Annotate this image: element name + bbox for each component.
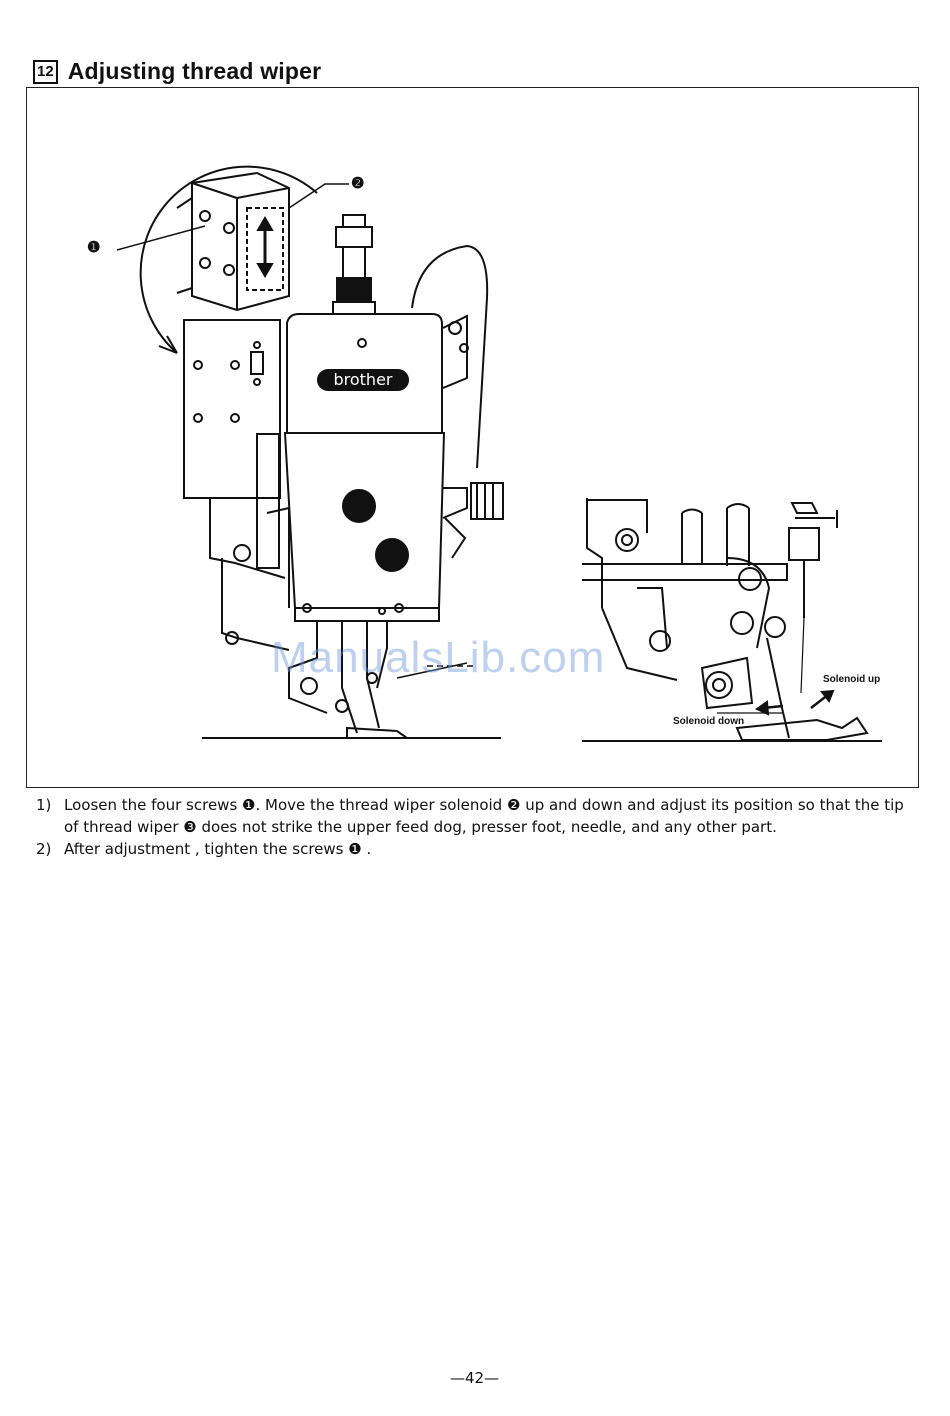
screw-icon [199,210,211,222]
instruction-list: 1) Loosen the four screws ❶. Move the th… [36,794,916,860]
callout-2: ❷ [351,175,365,192]
page-title: 12 Adjusting thread wiper [33,58,321,85]
solenoid-dash-outline [246,207,284,291]
label-solenoid-down: Solenoid down [673,716,745,727]
side-plate [183,319,281,499]
section-title: Adjusting thread wiper [67,58,322,84]
knob-upper [342,489,376,523]
head-top [286,313,443,434]
detail-bar [582,563,788,581]
screw-icon [730,611,754,635]
machine-illustration [116,165,882,742]
thread-guide [411,244,489,469]
label-solenoid-up: Solenoid up [823,674,881,685]
screw-icon [233,544,251,562]
zoom-arrow [158,335,178,354]
instruction-step: 1) Loosen the four screws ❶. Move the th… [36,794,916,838]
zoom-circle [139,165,318,354]
screw-icon [223,264,235,276]
screw-icon [764,616,786,638]
screw-icon [199,257,211,269]
section-number: 12 [33,59,58,84]
step-number: 1) [36,796,52,814]
page-number: —42— [450,1369,500,1387]
side-knob [470,482,504,520]
screw-icon [738,567,762,591]
step-text: After adjustment , tighten the screws ❶ … [64,840,372,858]
step-number: 2) [36,840,52,858]
step-text: Loosen the four screws ❶. Move the threa… [64,796,904,836]
presser-foot [735,716,869,741]
figure-frame: ❶ ❷ brother Solenoid up Solenoid down Ma… [26,87,919,788]
instruction-step: 2) After adjustment , tighten the screws… [36,838,916,860]
screw-icon [300,677,318,695]
solenoid-box [191,171,290,312]
screw-icon [223,222,235,234]
watermark: ManualsLib.com [271,633,606,682]
callout-1: ❶ [87,239,101,256]
detail-frame [586,498,603,608]
brand-logo: brother [317,369,409,391]
knob-lower [375,538,409,572]
